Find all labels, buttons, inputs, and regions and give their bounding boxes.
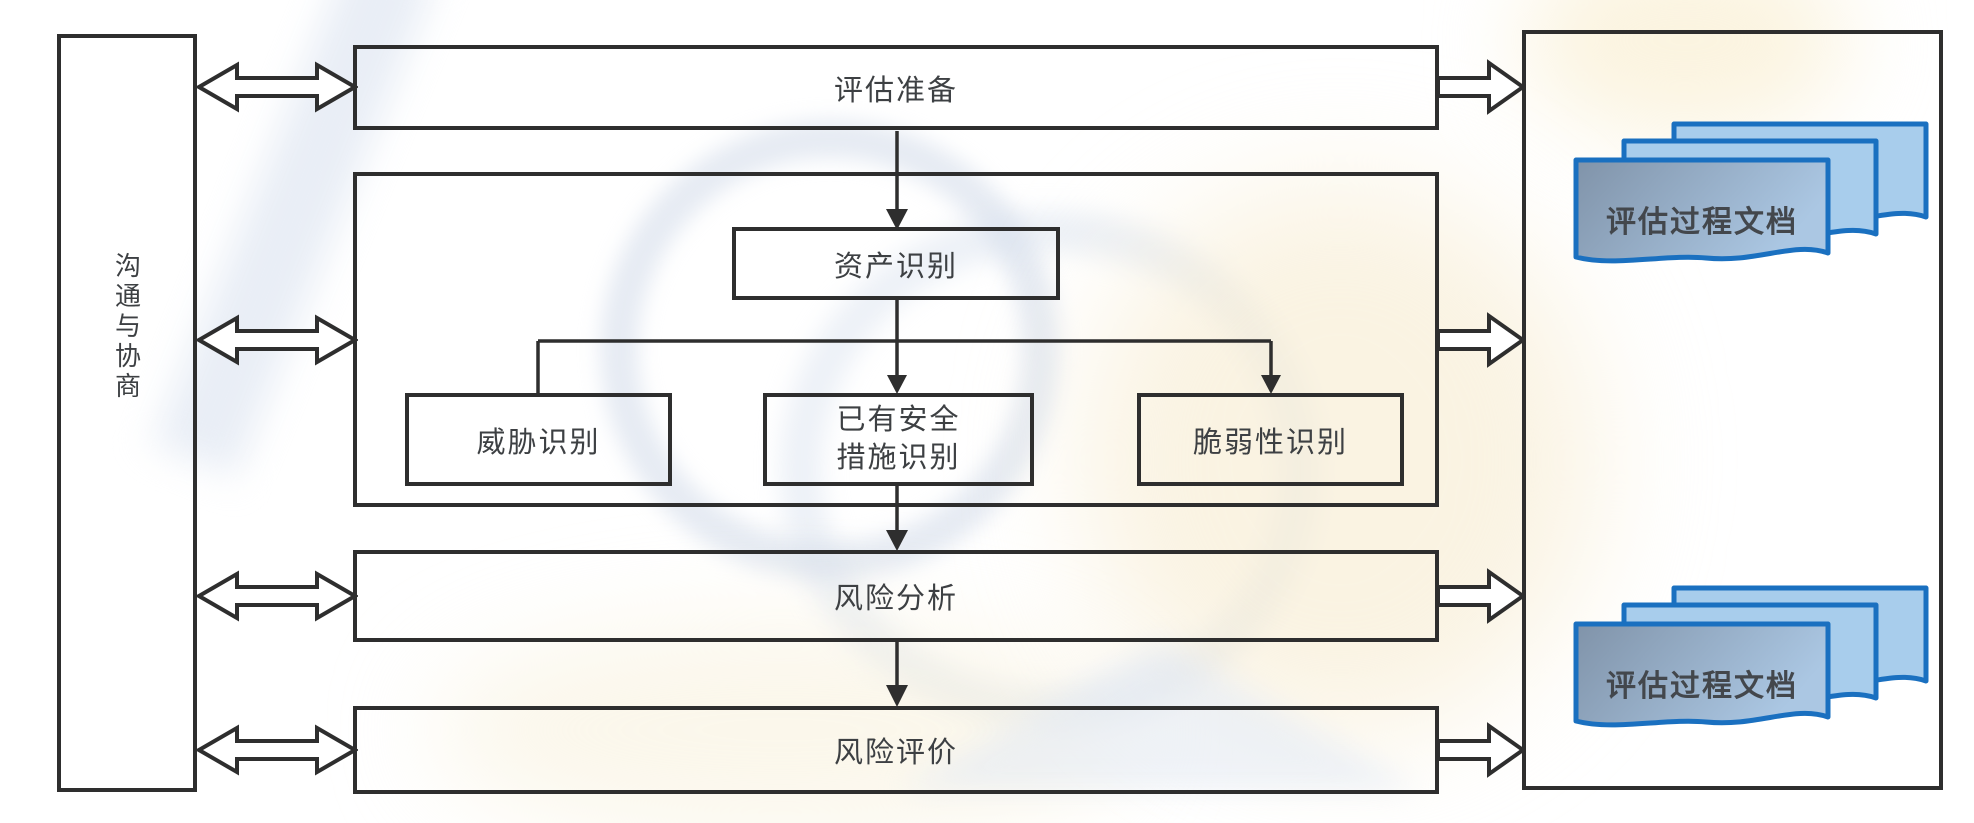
- arrow-preparation-to-documents: [1436, 59, 1526, 115]
- asset-identification-label: 资产识别: [833, 250, 958, 283]
- double-arrow-communication-preparation: [196, 61, 358, 113]
- arrow-evaluation-to-documents: [1436, 722, 1526, 778]
- process-documents-stack-bottom: 评估过程文档: [1573, 585, 1929, 728]
- communication-panel: 沟通与协商: [57, 34, 197, 792]
- double-arrow-communication-analysis: [196, 570, 358, 622]
- arrow-analysis-to-evaluation: [886, 642, 908, 707]
- communication-panel-label: 沟通与协商: [111, 252, 142, 402]
- stage-risk-analysis: 风险分析: [353, 550, 1439, 642]
- stage-vulnerability-identification: 脆弱性识别: [1137, 393, 1404, 486]
- document-page-front: [1573, 157, 1831, 264]
- stage-risk-evaluation: 风险评价: [353, 706, 1439, 794]
- stage-preparation: 评估准备: [353, 45, 1439, 130]
- double-arrow-communication-identification: [196, 314, 358, 366]
- stage-threat-identification: 威胁识别: [405, 393, 672, 486]
- arrow-identification-to-documents: [1436, 312, 1526, 368]
- stage-preparation-label: 评估准备: [833, 74, 958, 107]
- risk-evaluation-label: 风险评价: [833, 737, 958, 769]
- threat-identification-label: 威胁识别: [476, 426, 601, 459]
- document-page-front: [1573, 621, 1831, 728]
- process-documents-stack-top: 评估过程文档: [1573, 121, 1929, 264]
- stage-asset-identification: 资产识别: [732, 227, 1060, 300]
- process-documents-label: 评估过程文档: [1606, 205, 1798, 239]
- process-documents-label: 评估过程文档: [1606, 669, 1798, 703]
- stage-existing-measures-identification: 已有安全措施识别: [763, 393, 1034, 486]
- existing-measures-label: 已有安全措施识别: [836, 403, 961, 474]
- arrow-analysis-to-documents: [1436, 568, 1526, 624]
- vulnerability-identification-label: 脆弱性识别: [1192, 426, 1348, 459]
- double-arrow-communication-evaluation: [196, 724, 358, 776]
- risk-analysis-label: 风险分析: [833, 583, 958, 615]
